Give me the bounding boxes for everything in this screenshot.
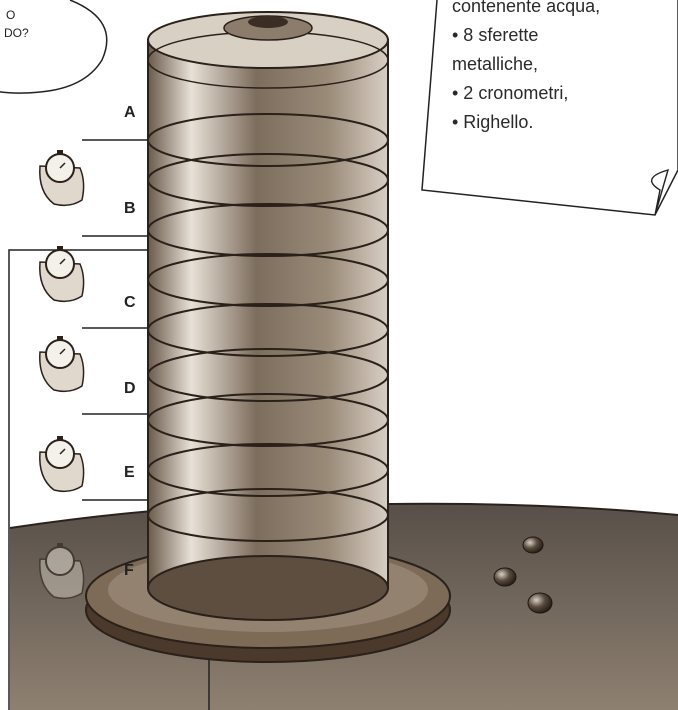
level-label-e: E: [124, 464, 135, 482]
stopwatch-in-hand-icon: [40, 436, 84, 491]
materials-item: • 2 cronometri,: [452, 79, 600, 108]
level-label-c: C: [124, 294, 136, 312]
level-label-f: F: [124, 562, 134, 580]
stopwatch-in-hand-icon: [40, 246, 84, 301]
speech-bubble-text: O DO?: [0, 6, 29, 42]
materials-item: contenente acqua,: [452, 0, 600, 21]
level-label-a: A: [124, 104, 136, 122]
materials-list: contenente acqua, • 8 sferette metallich…: [452, 0, 600, 137]
stopwatch-in-hand-icon: [40, 150, 84, 205]
stopwatch-in-hand-icon: [40, 336, 84, 391]
speech-bubble-line: DO?: [0, 24, 29, 42]
level-label-d: D: [124, 380, 136, 398]
speech-bubble-line: O: [0, 6, 29, 24]
materials-item: metalliche,: [452, 50, 600, 79]
materials-item: • 8 sferette: [452, 21, 600, 50]
level-label-b: B: [124, 200, 136, 218]
level-guide-lines: [82, 140, 148, 500]
materials-item: • Righello.: [452, 108, 600, 137]
